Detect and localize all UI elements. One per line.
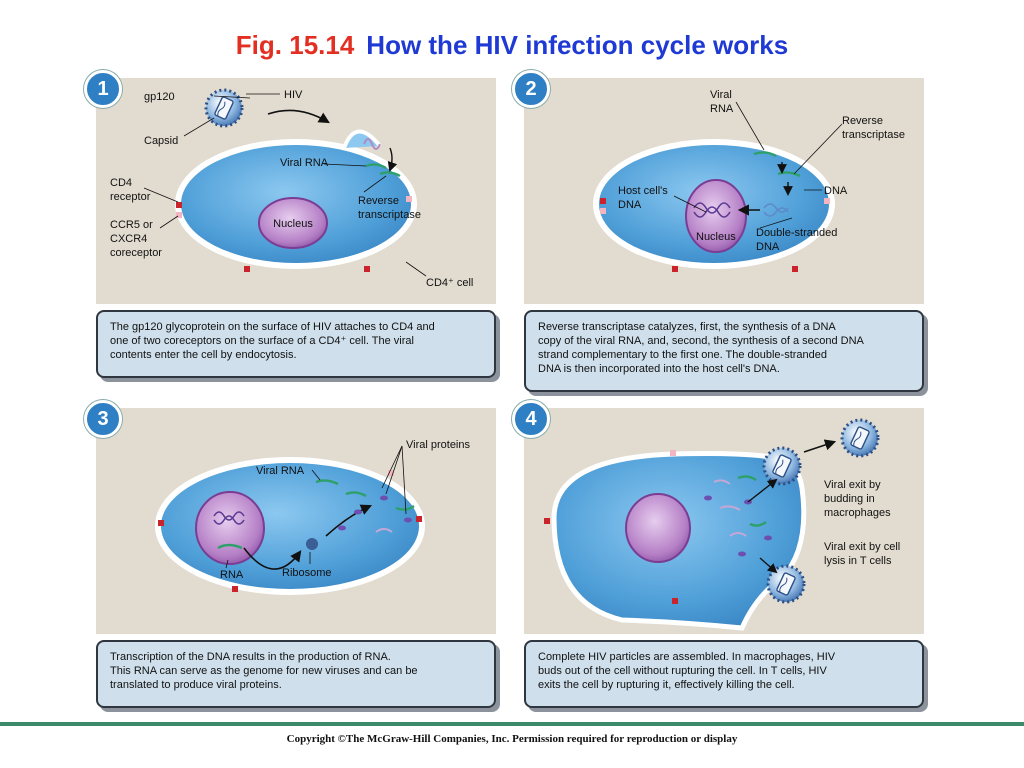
gp120-label: gp120 [144, 91, 175, 103]
caption-line: buds out of the cell without rupturing t… [538, 665, 827, 677]
figure-heading: How the HIV infection cycle works [366, 30, 789, 60]
caption-line: strand complementary to the first one. T… [538, 349, 828, 361]
cd4-receptor-marker [176, 202, 182, 208]
nucleus [625, 493, 691, 563]
caption-step-4: Complete HIV particles are assembled. In… [524, 640, 924, 708]
budding-label-line2: budding in [824, 493, 875, 505]
double-stranded-label-line1: Double-stranded [756, 227, 837, 239]
nucleus-label: Nucleus [273, 218, 313, 230]
caption-line: exits the cell by rupturing it, effectiv… [538, 679, 795, 691]
caption-line: translated to produce viral proteins. [110, 679, 282, 691]
figure-number: Fig. 15.14 [235, 30, 355, 60]
panel-1-attachment: Nucleus gp120 HIV Capsid CD4 receptor CC… [84, 70, 496, 304]
viral-rna-label: Viral RNA [256, 465, 305, 477]
ccr5-label-line3: coreceptor [110, 247, 162, 259]
host-dna-label-line2: DNA [618, 199, 642, 211]
capsid-label: Capsid [144, 135, 178, 147]
reverse-transcriptase-label-line2: transcriptase [842, 129, 905, 141]
caption-line: Complete HIV particles are assembled. In… [538, 651, 836, 663]
caption-line: Transcription of the DNA results in the … [110, 651, 391, 663]
step-badge-3: 3 [84, 400, 122, 438]
cd4-cell-label: CD4⁺ cell [426, 277, 473, 289]
lysis-virion-icon [766, 564, 806, 604]
nucleus-label: Nucleus [696, 231, 736, 243]
caption-line: contents enter the cell by endocytosis. [110, 349, 297, 361]
host-dna-label-line1: Host cell's [618, 185, 668, 197]
caption-step-2: Reverse transcriptase catalyzes, first, … [524, 310, 924, 392]
dna-label: DNA [824, 185, 848, 197]
viral-rna-label: Viral RNA [280, 157, 329, 169]
step-badge-2: 2 [512, 70, 550, 108]
figure-title: Fig. 15.14 How the HIV infection cycle wo… [0, 30, 1024, 61]
panel-2-reverse-transcription: Viral RNA Reverse transcriptase DNA Host… [512, 70, 924, 304]
step-badge-1: 1 [84, 70, 122, 108]
hiv-label: HIV [284, 89, 303, 101]
budding-label-line3: macrophages [824, 507, 891, 519]
budding-label-line1: Viral exit by [824, 479, 881, 491]
caption-step-1: The gp120 glycoprotein on the surface of… [96, 310, 496, 378]
caption-line: copy of the viral RNA, and, second, the … [538, 335, 864, 347]
step-badge-4: 4 [512, 400, 550, 438]
panel-4-viral-exit: Viral exit by budding in macrophages Vir… [512, 400, 924, 634]
caption-line: This RNA can serve as the genome for new… [110, 665, 418, 677]
ccr5-label-line1: CCR5 or [110, 219, 153, 231]
reverse-transcriptase-label-line1: Reverse [842, 115, 883, 127]
viral-proteins-label: Viral proteins [406, 439, 470, 451]
lysis-label-line1: Viral exit by cell [824, 541, 900, 553]
ribosome [306, 538, 318, 550]
nucleus [685, 179, 747, 253]
nucleus [258, 197, 328, 249]
rna-label: RNA [220, 569, 244, 581]
caption-line: one of two coreceptors on the surface of… [110, 335, 414, 347]
caption-line: Reverse transcriptase catalyzes, first, … [538, 321, 836, 333]
panel-3-transcription-translation: Viral proteins Viral RNA RNA Ribosome 3 [84, 400, 496, 634]
reverse-transcriptase-label-line1: Reverse [358, 195, 399, 207]
ccr5-label-line2: CXCR4 [110, 233, 147, 245]
cd4-label-line2: receptor [110, 191, 151, 203]
caption-line: The gp120 glycoprotein on the surface of… [110, 321, 435, 333]
lysis-label-line2: lysis in T cells [824, 555, 892, 567]
double-stranded-label-line2: DNA [756, 241, 780, 253]
nucleus [195, 491, 265, 565]
cd4-label-line1: CD4 [110, 177, 132, 189]
released-virion-icon [840, 418, 880, 458]
ribosome-label: Ribosome [282, 567, 332, 579]
viral-rna-label-line1: Viral [710, 89, 732, 101]
viral-rna-label-line2: RNA [710, 103, 734, 115]
copyright-notice: Copyright ©The McGraw-Hill Companies, In… [286, 733, 738, 745]
caption-line: DNA is then incorporated into the host c… [538, 363, 780, 375]
budding-virion-icon [762, 446, 802, 486]
caption-step-3: Transcription of the DNA results in the … [96, 640, 496, 708]
hiv-virion-icon [204, 88, 244, 128]
footer-divider [0, 722, 1024, 726]
reverse-transcriptase-label-line2: transcriptase [358, 209, 421, 221]
